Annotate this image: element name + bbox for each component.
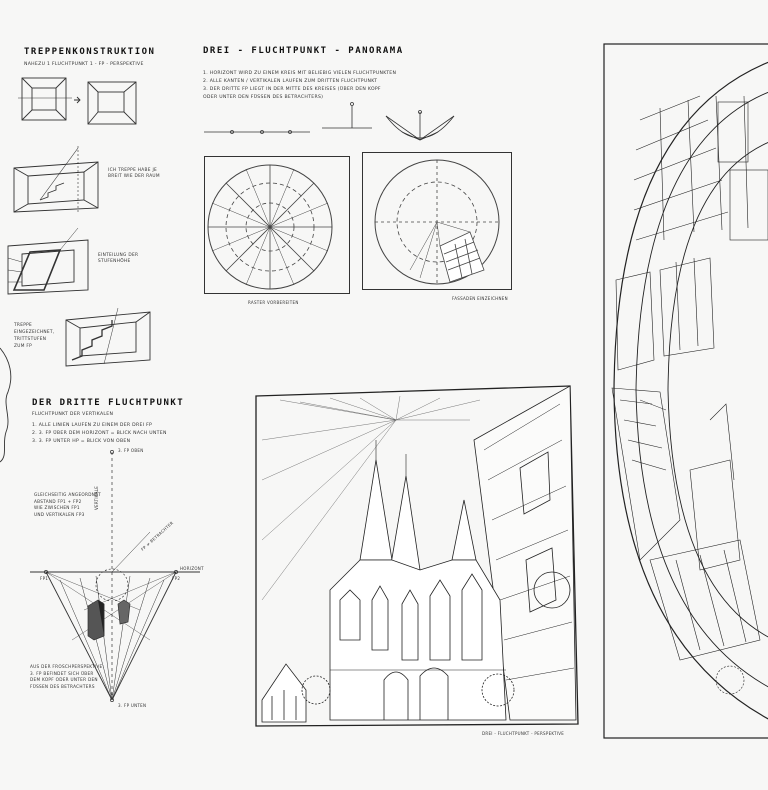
- panorama-title: Drei - Fluchtpunkt - Panorama: [203, 46, 404, 56]
- panorama-steps: 1. Horizont wird zu einem Kreis mit beli…: [203, 71, 397, 100]
- third-vp-title: Der dritte Fluchtpunkt: [32, 398, 185, 408]
- stairs-title: Treppenkonstruktion: [24, 47, 156, 57]
- stairs-note-division: Einteilung der Stufenhöhe: [98, 253, 139, 264]
- label-fp-top: 3. FP oben: [118, 448, 144, 453]
- third-vp-note-triangle: Gleichseitig angeordnet Abstand FP1 + FP…: [34, 492, 101, 517]
- panorama-caption-left: Raster vorbereiten: [248, 300, 299, 305]
- third-vp-steps: 1. Alle Linien laufen zu einem der drei …: [32, 423, 167, 444]
- panorama-facade-frame: [362, 152, 512, 290]
- label-fp1: FP1: [40, 576, 49, 581]
- third-vp-note-viewpoint: Aus der Froschperspektive: 3. FP befinde…: [30, 664, 105, 689]
- stairs-note-stairs: Treppe eingezeichnet, Trittstufen zum FP: [14, 323, 55, 349]
- cathedral-caption: Drei - Fluchtpunkt - Perspektive: [482, 731, 565, 736]
- stairs-note-step: Ich treppe habe je Breit wie der Raum: [108, 168, 160, 179]
- panorama-caption-right: Fassaden einzeichnen: [452, 296, 508, 301]
- label-fp2: FP2: [172, 576, 181, 581]
- label-fp-bottom: 3. FP unten: [118, 703, 147, 708]
- third-vp-subtitle: Fluchtpunkt der Vertikalen: [32, 412, 114, 417]
- panorama-grid-frame: [204, 156, 350, 294]
- label-horizon: Horizont: [180, 566, 204, 571]
- stairs-subtitle: Nahezu 1 Fluchtpunkt 1 - FP - Perspektiv…: [24, 62, 144, 67]
